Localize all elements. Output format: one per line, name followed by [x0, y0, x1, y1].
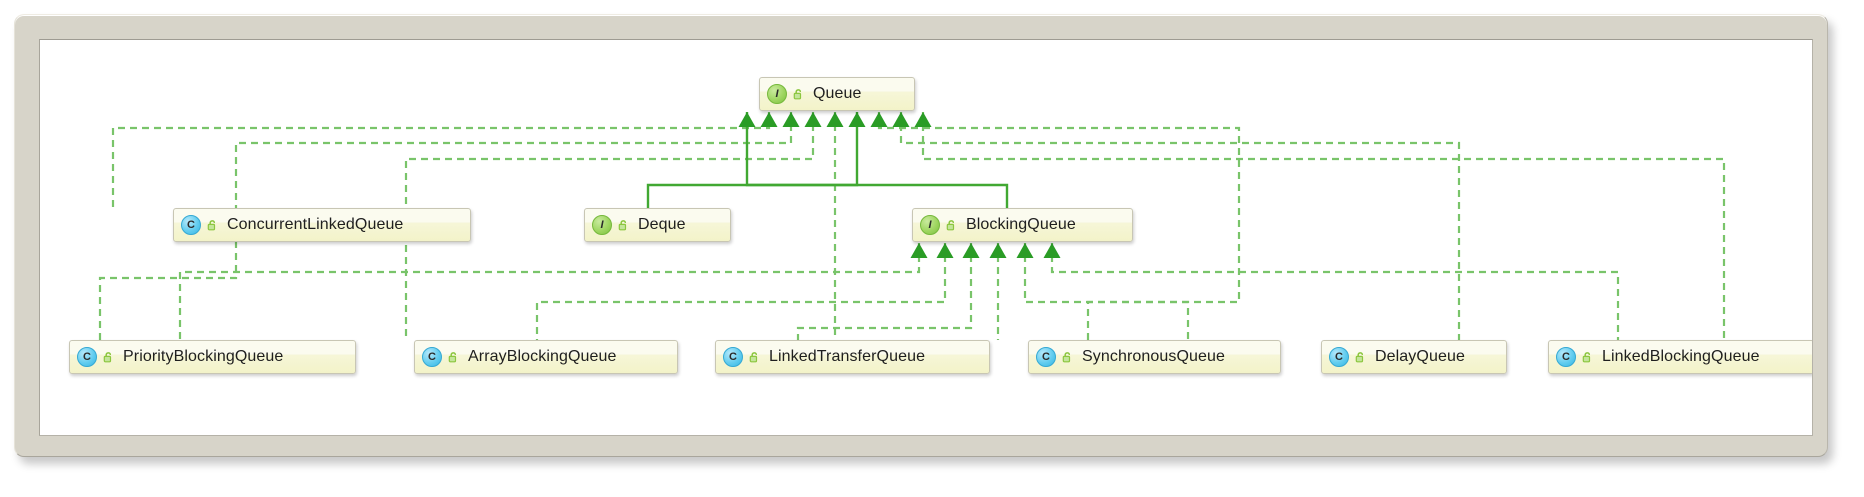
- unlocked-padlock-icon: [748, 351, 761, 364]
- unlocked-padlock-icon: [617, 219, 630, 232]
- arrowhead-icon: [1016, 243, 1034, 258]
- node-delay[interactable]: C DelayQueue: [1321, 340, 1507, 374]
- arrowhead-icon: [936, 243, 954, 258]
- arrowhead-icon: [804, 112, 822, 127]
- unlocked-padlock-icon: [447, 351, 460, 364]
- node-label: Deque: [638, 216, 686, 233]
- unlocked-padlock-icon: [206, 219, 219, 232]
- arrowheads-blockingqueue: [910, 243, 1061, 258]
- unlocked-padlock-icon: [102, 351, 115, 364]
- class-badge-icon: C: [1329, 347, 1349, 367]
- edge-arrayblockingqueue-queue: [404, 112, 815, 340]
- edges-to-blockingqueue: [178, 243, 1620, 340]
- arrowhead-icon: [738, 112, 756, 127]
- node-label: LinkedTransferQueue: [769, 348, 926, 365]
- unlocked-padlock-icon: [1581, 351, 1594, 364]
- edge-linkedtransferqueue-blockingqueue: [796, 243, 973, 340]
- node-priority_blocking[interactable]: C PriorityBlockingQueue: [69, 340, 356, 374]
- node-label: LinkedBlockingQueue: [1602, 348, 1760, 365]
- node-label: PriorityBlockingQueue: [123, 348, 284, 365]
- class-badge-icon: C: [1556, 347, 1576, 367]
- class-badge-icon: C: [77, 347, 97, 367]
- arrowhead-icon: [892, 112, 910, 127]
- arrowhead-icon: [989, 243, 1007, 258]
- node-label: DelayQueue: [1375, 348, 1465, 365]
- node-queue[interactable]: I Queue: [759, 77, 915, 111]
- arrowheads-queue: [738, 112, 932, 127]
- edge-concurrentlinkedqueue-queue: [111, 112, 771, 208]
- edge-layer: [98, 112, 1726, 340]
- node-deque[interactable]: I Deque: [584, 208, 731, 242]
- node-label: BlockingQueue: [966, 216, 1076, 233]
- node-synchronous[interactable]: C SynchronousQueue: [1028, 340, 1281, 374]
- node-label: SynchronousQueue: [1082, 348, 1226, 365]
- edge-delayqueue-queue: [899, 112, 1461, 340]
- class-badge-icon: C: [723, 347, 743, 367]
- class-badge-icon: C: [422, 347, 442, 367]
- arrowhead-icon: [1043, 243, 1061, 258]
- edge-linkedblockingqueue-blockingqueue: [1050, 243, 1620, 340]
- arrowhead-icon: [914, 112, 932, 127]
- unlocked-padlock-icon: [945, 219, 958, 232]
- arrowhead-icon: [760, 112, 778, 127]
- interface-badge-icon: I: [767, 84, 787, 104]
- node-label: ConcurrentLinkedQueue: [227, 216, 404, 233]
- class-badge-icon: C: [1036, 347, 1056, 367]
- node-blocking_queue[interactable]: I BlockingQueue: [912, 208, 1133, 242]
- node-linked_blocking[interactable]: C LinkedBlockingQueue: [1548, 340, 1812, 374]
- node-label: ArrayBlockingQueue: [468, 348, 617, 365]
- unlocked-padlock-icon: [792, 88, 805, 101]
- node-concurrent_linked[interactable]: C ConcurrentLinkedQueue: [173, 208, 471, 242]
- arrowhead-icon: [870, 112, 888, 127]
- node-linked_transfer[interactable]: C LinkedTransferQueue: [715, 340, 990, 374]
- edge-linkedblockingqueue-queue: [921, 112, 1726, 340]
- node-label: Queue: [813, 85, 862, 102]
- interface-badge-icon: I: [592, 215, 612, 235]
- arrowhead-icon: [910, 243, 928, 258]
- arrowhead-icon: [848, 112, 866, 127]
- edge-priorityblockingqueue-blockingqueue: [178, 243, 921, 340]
- class-badge-icon: C: [181, 215, 201, 235]
- interface-badge-icon: I: [920, 215, 940, 235]
- edge-blockingqueue-queue: [745, 112, 1009, 208]
- arrowhead-icon: [826, 112, 844, 127]
- node-array_blocking[interactable]: C ArrayBlockingQueue: [414, 340, 678, 374]
- arrowhead-icon: [782, 112, 800, 127]
- edges-extends-to-queue: [646, 112, 1009, 208]
- edge-arrayblockingqueue-blockingqueue: [535, 243, 947, 340]
- edge-delayqueue-blockingqueue: [1023, 243, 1190, 340]
- arrowhead-icon: [962, 243, 980, 258]
- unlocked-padlock-icon: [1354, 351, 1367, 364]
- unlocked-padlock-icon: [1061, 351, 1074, 364]
